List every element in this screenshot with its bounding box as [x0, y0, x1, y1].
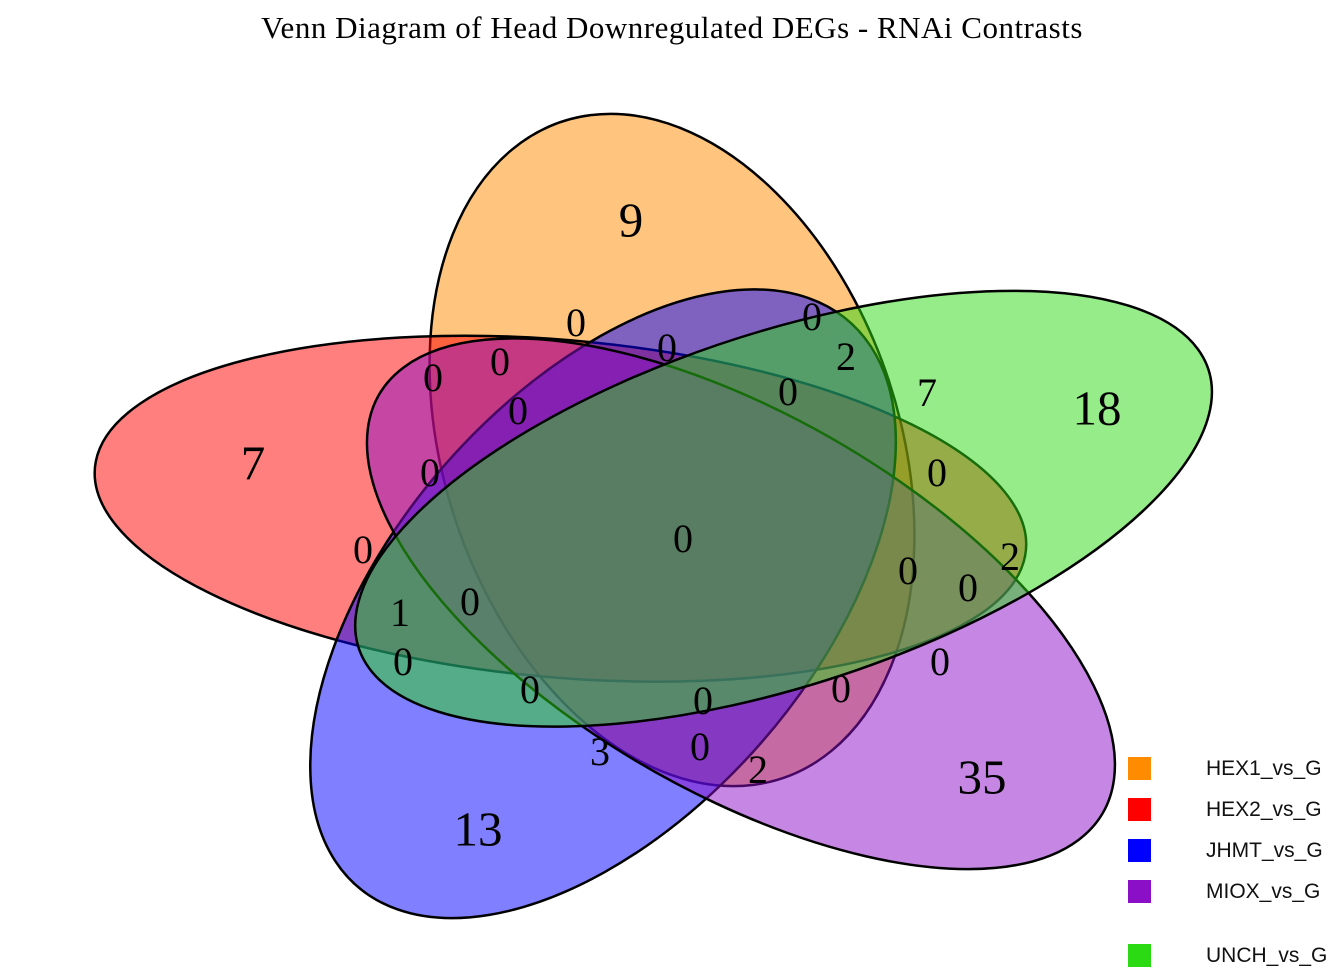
legend-swatch-jhmt — [1128, 839, 1151, 862]
legend-swatch-hex2 — [1128, 798, 1151, 821]
legend-label-unch: UNCH_vs_G — [1206, 944, 1328, 967]
venn-ellipse-unch — [260, 201, 1306, 817]
legend-row-miox: MIOX_vs_G — [1128, 880, 1344, 906]
legend-label-miox: MIOX_vs_G — [1206, 880, 1321, 903]
legend-swatch-unch — [1128, 944, 1151, 967]
legend-swatch-miox — [1128, 880, 1151, 903]
chart-title: Venn Diagram of Head Downregulated DEGs … — [261, 10, 1083, 45]
legend-row-hex1: HEX1_vs_G — [1128, 757, 1344, 783]
legend-row-unch: UNCH_vs_G — [1128, 944, 1344, 970]
legend-label-jhmt: JHMT_vs_G — [1206, 839, 1323, 862]
legend-label-hex2: HEX2_vs_G — [1206, 798, 1322, 821]
legend-row-jhmt: JHMT_vs_G — [1128, 839, 1344, 865]
legend-row-hex2: HEX2_vs_G — [1128, 798, 1344, 824]
legend-label-hex1: HEX1_vs_G — [1206, 757, 1322, 780]
legend-swatch-hex1 — [1128, 757, 1151, 780]
